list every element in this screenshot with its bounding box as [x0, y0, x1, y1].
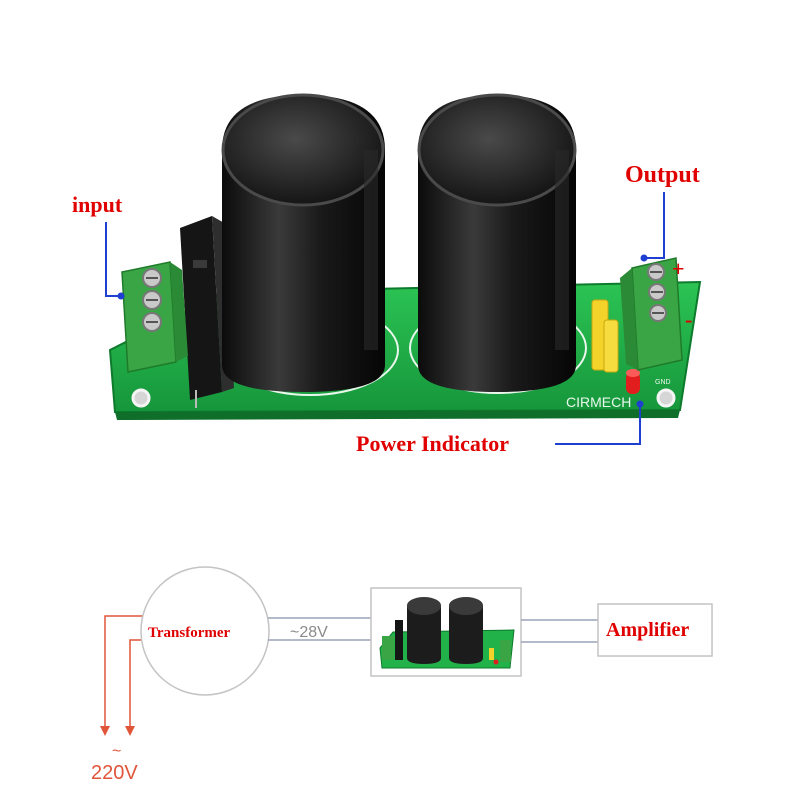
output-terminal-block: [620, 257, 683, 371]
amplifier-label: Amplifier: [606, 619, 689, 641]
mains-voltage: 220V: [91, 762, 138, 784]
mains-input: ~ 220V: [91, 615, 148, 784]
capacitor-left: [221, 93, 385, 392]
silkscreen-gnd: GND: [655, 379, 671, 386]
input-callout: input: [72, 192, 125, 300]
power-indicator-callout: Power Indicator: [356, 400, 644, 456]
input-terminal-block: [121, 261, 188, 373]
film-capacitors: [591, 299, 619, 373]
secondary-voltage: ~28V: [290, 624, 328, 641]
output-callout: Output + -: [625, 162, 700, 332]
negative-label: -: [685, 307, 692, 332]
power-led: [626, 369, 640, 394]
transformer: Transformer: [140, 566, 270, 696]
mounting-hole: [656, 388, 676, 408]
wiring-diagram: ~ 220V Transformer ~28V: [91, 566, 713, 784]
output-label: Output: [625, 162, 700, 188]
silkscreen-brand: CIRMECH: [566, 394, 631, 410]
board-thumbnail: [370, 587, 522, 677]
positive-label: +: [672, 256, 685, 281]
input-label: input: [72, 192, 123, 217]
mains-tilde: ~: [112, 743, 121, 760]
capacitor-right: [417, 93, 577, 392]
power-indicator-label: Power Indicator: [356, 431, 509, 456]
amplifier-box: Amplifier: [597, 603, 713, 657]
mounting-hole: [131, 388, 151, 408]
transformer-label: Transformer: [148, 625, 231, 641]
